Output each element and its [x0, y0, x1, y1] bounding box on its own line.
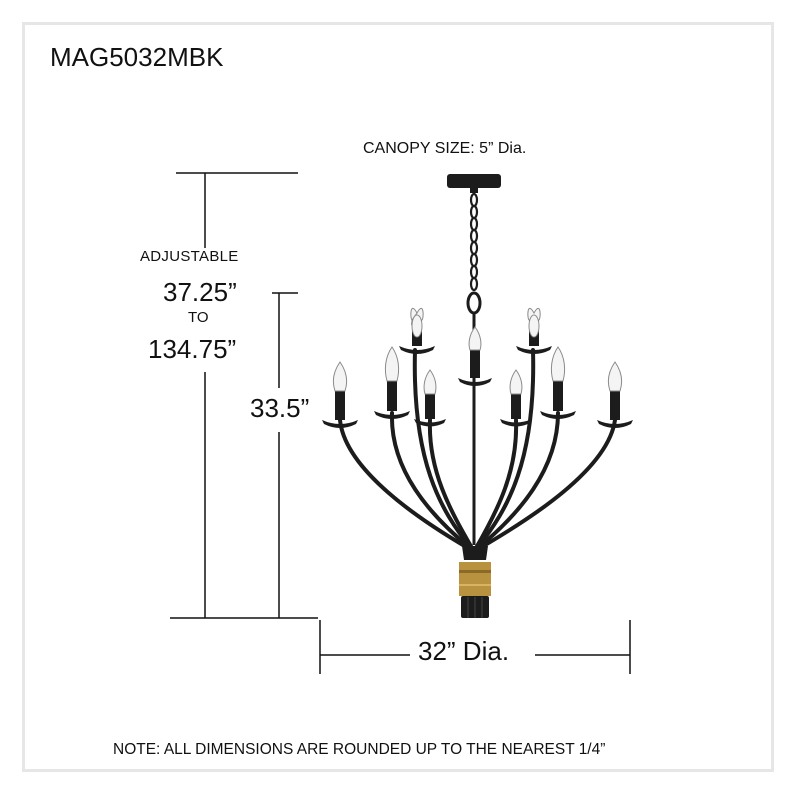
upper-bulbs	[411, 312, 540, 338]
canopy-size-label: CANOPY SIZE: 5” Dia.	[363, 140, 527, 157]
arms	[338, 348, 617, 550]
center-hub	[459, 546, 491, 618]
canopy	[447, 174, 501, 193]
max-height-value: 134.75”	[148, 334, 237, 364]
cups	[322, 346, 633, 428]
dimensions-note: NOTE: ALL DIMENSIONS ARE ROUNDED UP TO T…	[113, 741, 606, 758]
dimension-lines	[170, 172, 631, 674]
adjustable-label: ADJUSTABLE	[140, 248, 239, 265]
candle-bulbs	[332, 307, 623, 395]
chain	[466, 192, 482, 315]
gold-band	[459, 562, 491, 596]
body-height-value: 33.5”	[250, 393, 310, 423]
diagram-frame	[22, 22, 774, 772]
diameter-value: 32” Dia.	[414, 636, 514, 667]
to-label: TO	[188, 309, 209, 326]
min-height-value: 37.25”	[163, 277, 237, 307]
model-number: MAG5032MBK	[50, 42, 224, 72]
